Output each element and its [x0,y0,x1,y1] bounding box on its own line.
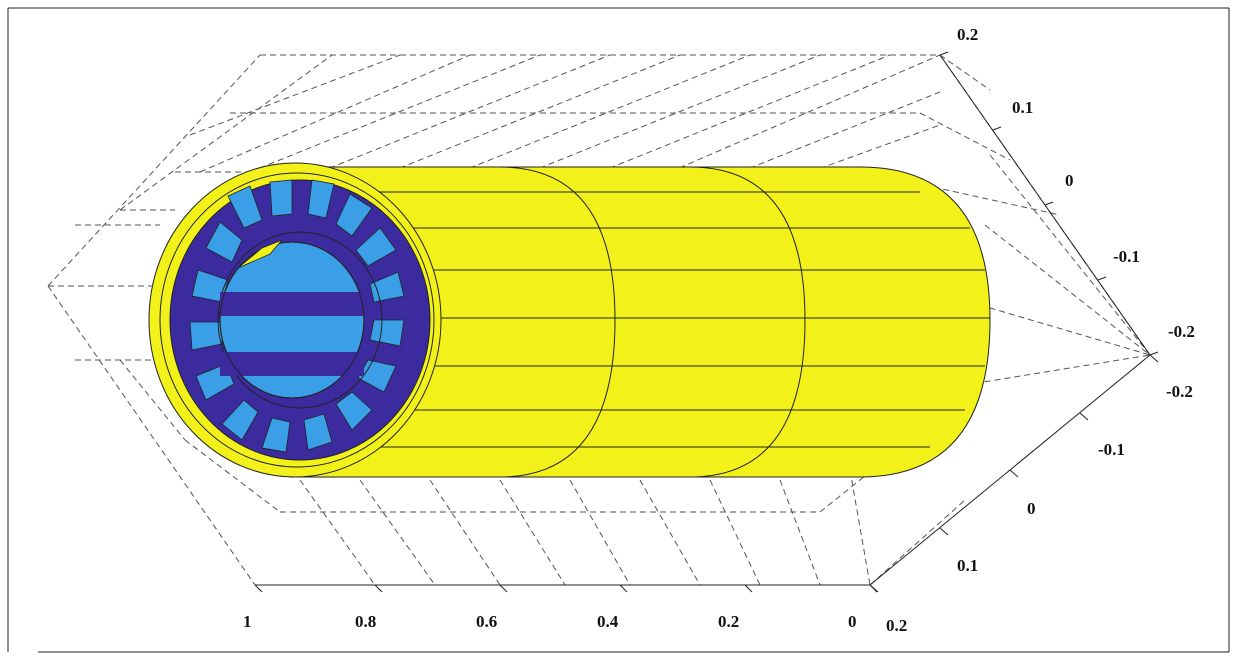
x-tick-label: 0 [848,612,857,631]
right-axis-tick-label: 0 [1065,171,1074,190]
frame [7,7,1230,653]
x-tick-label: 0.6 [476,612,497,631]
x-axis-tick-labels: 1 0.8 0.6 0.4 0.2 0 [243,612,857,631]
front-axis-tick-label: -0.2 [1166,382,1193,401]
x-tick-label: 0.4 [597,612,619,631]
right-axis-tick-label: 0.1 [1012,98,1033,117]
axes [254,51,1159,593]
front-axis-tick-labels: -0.2 -0.1 0 0.1 0.2 [886,382,1193,635]
sheath-gap [237,239,283,269]
x-tick-label: 1 [243,612,252,631]
right-axis-tick-labels: 0.2 0.1 0 -0.1 -0.2 [957,25,1195,341]
cylinder-end-face [148,162,442,478]
front-axis-tick-label: 0.1 [957,556,978,575]
front-axis-tick-label: -0.1 [1098,440,1125,459]
x-tick-label: 0.8 [355,612,376,631]
front-axis-tick-label: 0 [1027,499,1036,518]
core [219,241,365,399]
x-tick-label: 0.2 [718,612,739,631]
cylinder-body [289,166,991,478]
front-axis-tick-label: 0.2 [886,616,907,635]
right-axis-tick-label: -0.1 [1113,247,1140,266]
right-axis-tick-label: 0.2 [957,25,978,44]
right-axis-tick-label: -0.2 [1168,322,1195,341]
